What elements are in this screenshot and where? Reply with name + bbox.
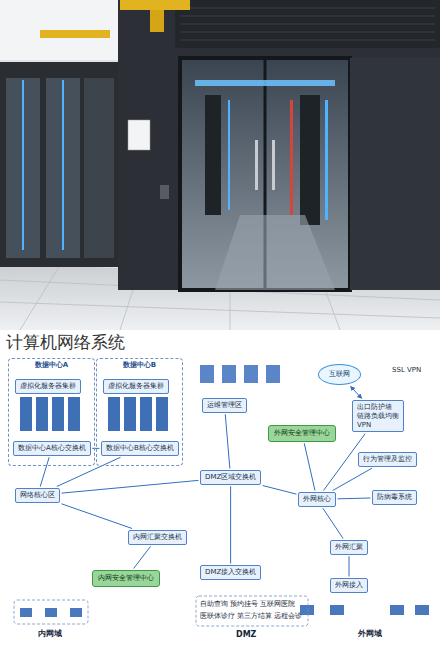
card-reader: [160, 185, 169, 199]
node-label: 内网安全管理中心: [98, 574, 154, 583]
cable-tray: [120, 0, 190, 10]
network-box: 行为管理及监控: [358, 452, 417, 467]
network-link: [57, 457, 121, 486]
network-link: [230, 486, 231, 563]
network-box: 外网接入: [330, 578, 368, 593]
aisle-floor: [215, 215, 335, 290]
rack-door: [84, 78, 114, 258]
node-label: 互联网: [329, 370, 350, 379]
node-label: 外网汇聚: [335, 543, 363, 552]
zone-label: 外网域: [358, 628, 382, 639]
network-box: 数据中心A核心交换机: [13, 441, 91, 456]
node-label: 外网核心: [303, 495, 331, 504]
inner-rack: [205, 95, 221, 215]
network-box: 防病毒系统: [372, 490, 417, 505]
network-box: 外网核心: [298, 492, 336, 507]
network-box: 虚拟化服务器集群: [15, 379, 81, 394]
node-label: DMZ区域交换机: [205, 473, 256, 482]
node-label: 运维管理区: [207, 401, 242, 410]
inner-rack: [300, 95, 320, 225]
network-box: 网络核心区: [15, 488, 60, 503]
network-box: DMZ区域交换机: [200, 470, 261, 485]
node-label: 数据中心A: [12, 361, 91, 370]
network-box: 出口防护墙链路负载均衡VPN: [352, 400, 404, 432]
zone-panel: 数据中心A 虚拟化服务器集群数据中心A核心交换机: [8, 358, 95, 466]
node-label: 外网接入: [335, 581, 363, 590]
led-strip: [22, 80, 24, 250]
enclosure: [118, 0, 440, 290]
zone-panel: 数据中心B 虚拟化服务器集群数据中心B核心交换机: [96, 358, 183, 466]
node-label: 出口防护墙: [357, 403, 399, 412]
network-box: 运维管理区: [202, 398, 247, 413]
node-label: 外网安全管理中心: [274, 429, 330, 438]
glass-door: [180, 58, 350, 290]
note-label: 自助查询 预约挂号 互联网医院: [200, 599, 295, 609]
network-box: 内网汇聚交换机: [128, 530, 187, 545]
node-label: 数据中心A核心交换机: [18, 444, 86, 453]
enclosure-top: [175, 0, 440, 48]
network-link: [338, 497, 371, 499]
rack-row: [0, 62, 118, 267]
note-label: 医联体诊疗 第三方结算 远程会诊: [200, 611, 302, 621]
network-box: 外网汇聚: [330, 540, 368, 555]
network-link: [323, 508, 343, 538]
node-label: 网络核心区: [20, 491, 55, 500]
rack-door: [6, 78, 40, 258]
cable-tray: [40, 30, 110, 38]
vent-grille: [180, 8, 435, 40]
server-icons: [200, 365, 280, 383]
node-label: 虚拟化服务器集群: [20, 382, 76, 391]
security-box: 外网安全管理中心: [268, 425, 336, 442]
network-link: [349, 556, 350, 576]
zone-label: DMZ: [236, 630, 256, 639]
zone-label: 内网域: [38, 628, 62, 639]
node-label: 虚拟化服务器集群: [108, 382, 164, 391]
room-wall: [0, 0, 440, 330]
security-box: 内网安全管理中心: [92, 570, 160, 587]
door-handle: [272, 140, 275, 190]
ceiling-light: [195, 80, 335, 86]
network-link: [333, 468, 372, 490]
network-link: [62, 504, 133, 529]
led-strip: [228, 100, 230, 210]
ceiling: [0, 0, 120, 60]
rack-door: [46, 78, 80, 258]
note-label: SSL VPN: [392, 366, 421, 374]
node-label: DMZ接入交换机: [205, 568, 256, 577]
cable-tray: [150, 10, 164, 32]
zone-outline: [14, 596, 308, 626]
network-link: [350, 386, 361, 398]
node-label: 内网汇聚交换机: [133, 533, 182, 542]
led-strip: [62, 80, 64, 250]
network-box: 数据中心B核心交换机: [101, 441, 179, 456]
node-label: 链路负载均衡: [357, 412, 399, 421]
access-panel: [128, 120, 150, 150]
led-strip: [290, 100, 293, 215]
network-link: [225, 414, 230, 468]
network-link: [62, 480, 199, 493]
node-label: 数据中心B核心交换机: [106, 444, 174, 453]
node-label: VPN: [357, 421, 399, 430]
network-box: DMZ接入交换机: [200, 565, 261, 580]
network-link: [40, 457, 49, 486]
network-link: [263, 486, 297, 495]
diagram-title: 计算机网络系统: [6, 331, 125, 354]
door-handle: [255, 140, 258, 190]
node-label: 防病毒系统: [377, 493, 412, 502]
network-box: 虚拟化服务器集群: [103, 379, 169, 394]
led-strip: [325, 100, 328, 220]
node-label: 行为管理及监控: [363, 455, 412, 464]
node-label: 数据中心B: [100, 361, 179, 370]
network-link: [134, 546, 151, 568]
cloud-node: 互联网: [318, 364, 361, 385]
network-link: [304, 443, 315, 490]
side-panel: [350, 58, 440, 290]
